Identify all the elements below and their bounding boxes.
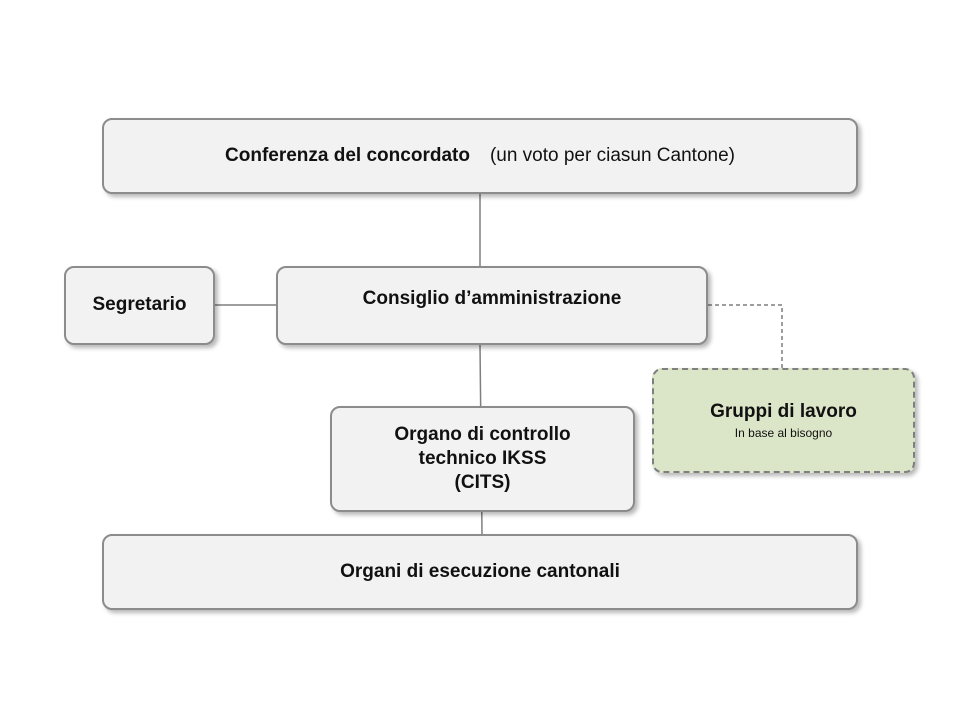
segretario-label: Segretario xyxy=(92,294,187,316)
gruppi-title: Gruppi di lavoro xyxy=(710,401,857,423)
box-consiglio-amministrazione: Consiglio d’amministrazione xyxy=(276,266,708,345)
gruppi-subtitle: In base al bisogno xyxy=(734,426,833,441)
conferenza-note: (un voto per ciasun Cantone) xyxy=(489,144,735,166)
cits-label: Organo di controllo technico IKSS (CITS) xyxy=(394,423,571,494)
conferenza-title: Conferenza del concordato xyxy=(225,144,470,166)
organi-label: Organi di esecuzione cantonali xyxy=(340,560,620,582)
box-conferenza-del-concordato: Conferenza del concordato (un voto per ci… xyxy=(102,118,858,194)
box-organo-controllo-cits: Organo di controllo technico IKSS (CITS) xyxy=(330,406,635,512)
box-segretario: Segretario xyxy=(64,266,215,345)
connector-consiglio-gruppi xyxy=(708,304,783,368)
box-organi-esecuzione-cantonali: Organi di esecuzione cantonali xyxy=(102,534,858,610)
box-gruppi-di-lavoro: Gruppi di lavoro In base al bisogno xyxy=(652,368,915,473)
consiglio-label: Consiglio d’amministrazione xyxy=(362,288,622,309)
